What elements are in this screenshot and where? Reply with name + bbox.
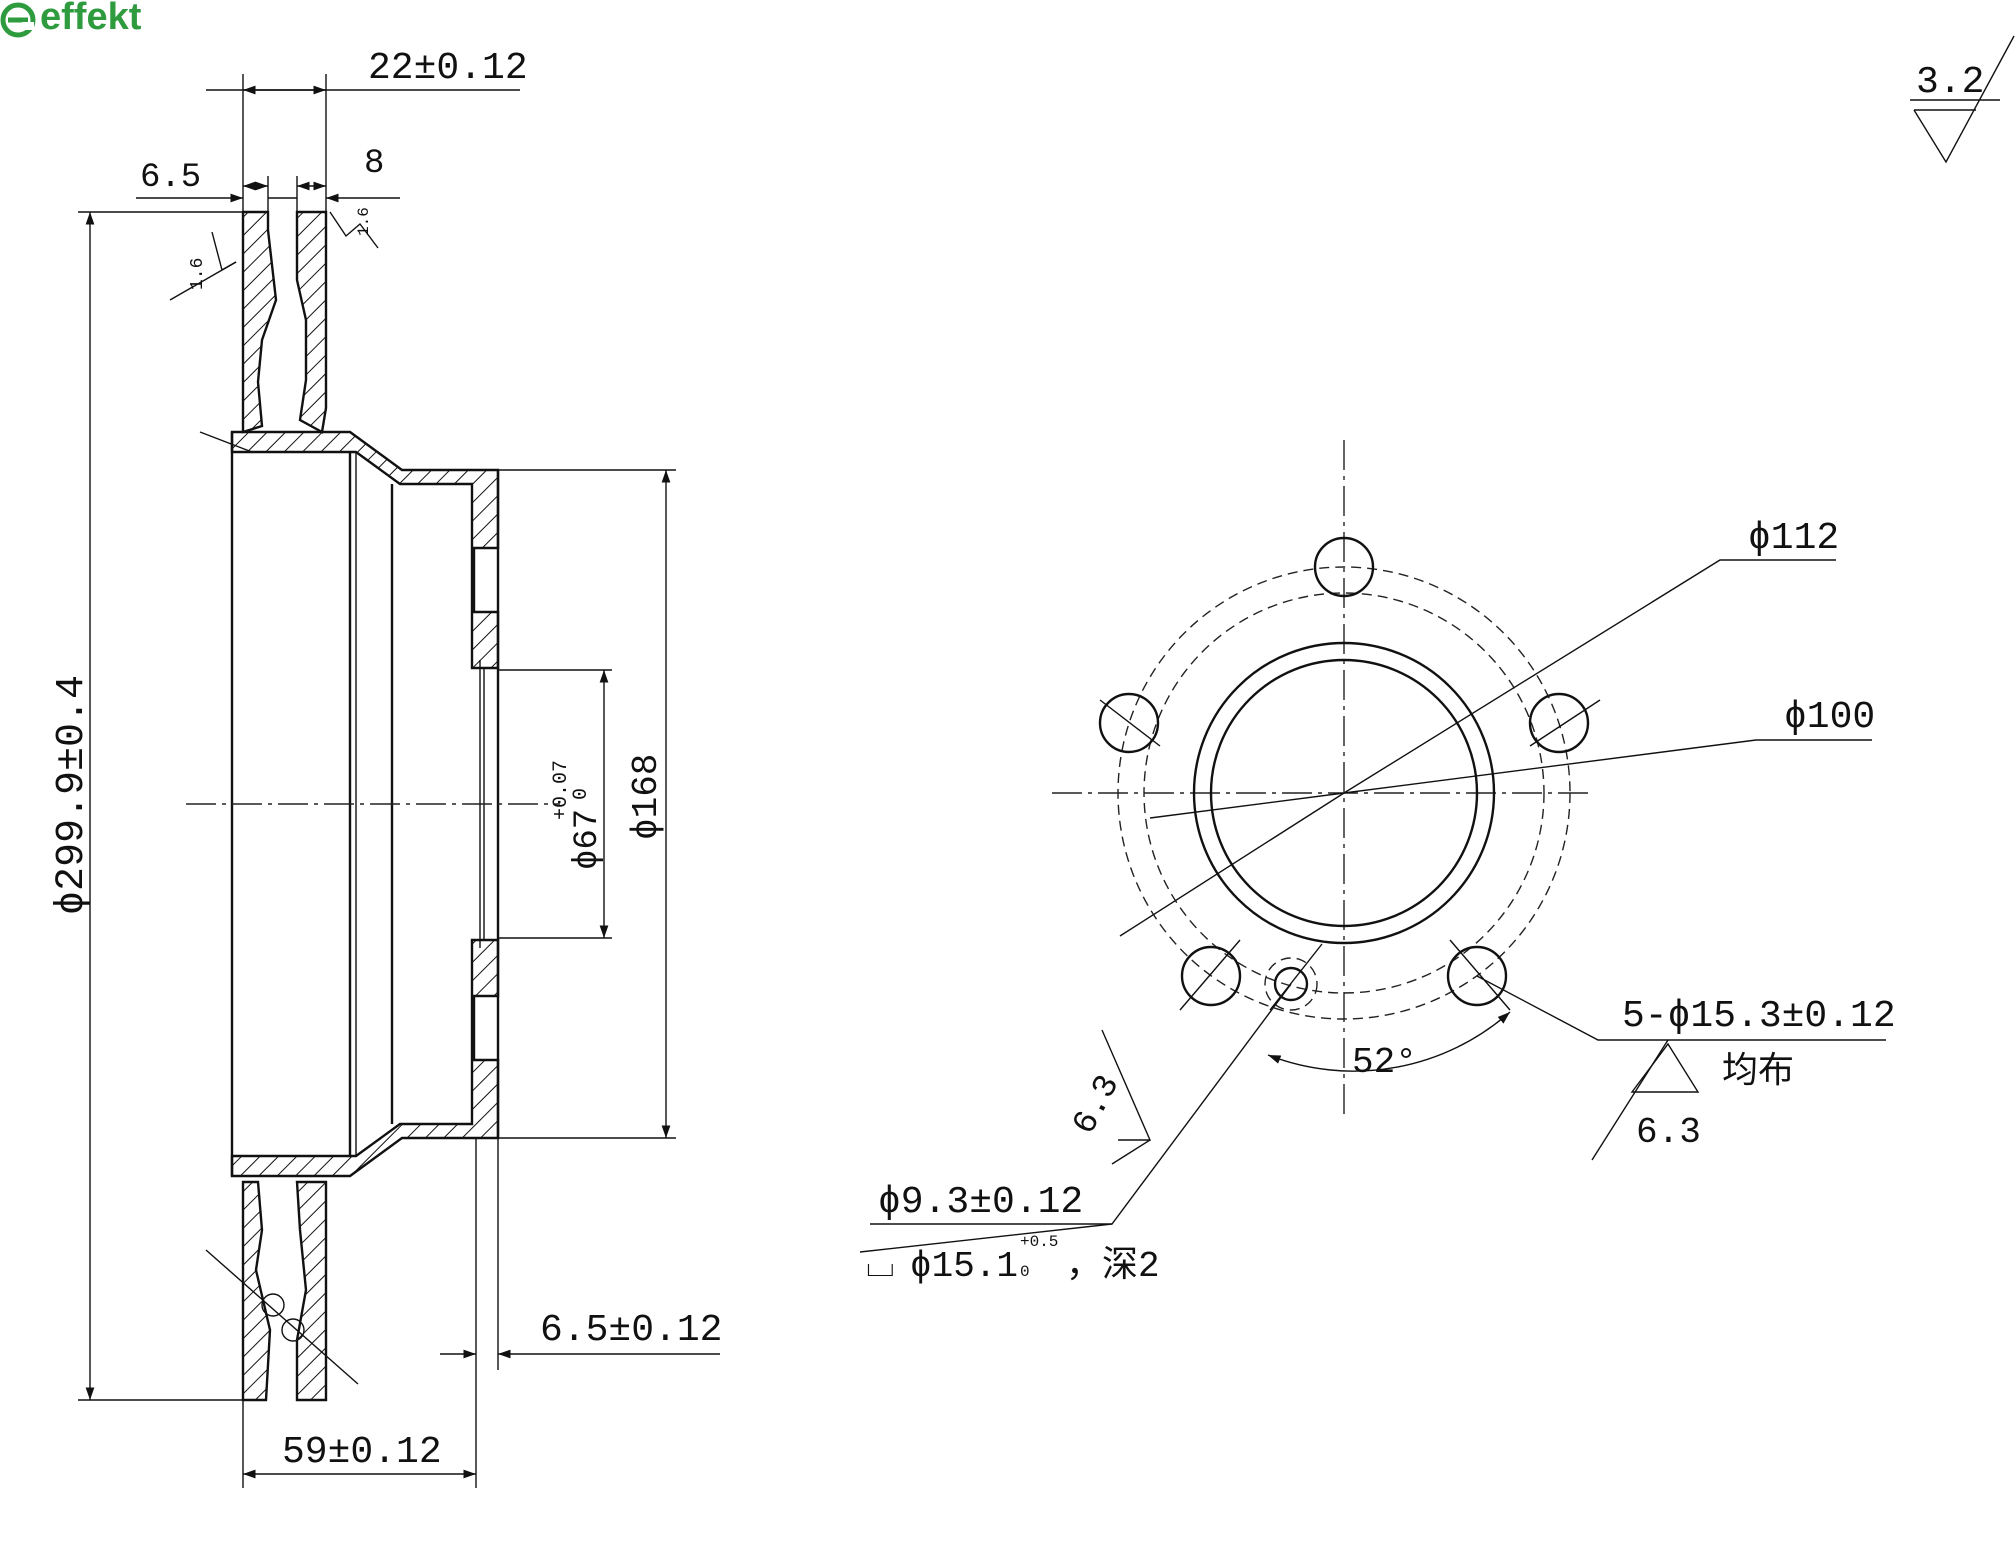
bolt-hole-right [1528, 692, 1590, 754]
dim-counterbore-tol-upper: +0.5 [1020, 1233, 1058, 1251]
bolt-hole-lower-left [1180, 945, 1242, 1007]
bolt-circle-inner [1143, 592, 1545, 994]
dim-bolt-holes: 5-ϕ15.3±0.12 [1622, 995, 1896, 1038]
dim-hub-thickness: 6.5±0.12 [540, 1309, 722, 1352]
svg-text:6.3: 6.3 [1636, 1112, 1701, 1153]
top-hat-wall [230, 430, 500, 670]
roughness-mark-left: 1.6 [169, 231, 237, 301]
vent-hole-a [261, 1293, 285, 1317]
general-roughness-mark: 3.2 [1910, 35, 2015, 164]
dim-hub-diameter: ϕ168 [626, 754, 667, 840]
dim-bore-tol-upper: +0.07 [550, 760, 573, 820]
effekt-logo-icon [0, 2, 36, 38]
dim-bore-diameter: ϕ67 [569, 809, 607, 870]
dim-outer-diameter: ϕ299.9±0.4 [50, 675, 95, 915]
angle-label: 52° [1352, 1042, 1417, 1083]
dim-pin-hole: ϕ9.3±0.12 [878, 1181, 1083, 1224]
bolt-hole-lower-right [1446, 945, 1508, 1007]
bottom-left-plate [241, 1180, 272, 1402]
svg-text:3.2: 3.2 [1916, 61, 1984, 104]
roughness-mark-pin: 6.3 [1066, 1029, 1152, 1165]
dim-counterbore-tol-lower: 0 [1020, 1263, 1030, 1281]
svg-text:1.6: 1.6 [188, 258, 208, 290]
svg-text:6.3: 6.3 [1066, 1069, 1128, 1141]
bolt-hole-left [1098, 692, 1160, 754]
center-bore-circle [1209, 658, 1479, 928]
counterbore-symbol: ⌴ [866, 1246, 895, 1287]
pin-counterbore [1264, 957, 1318, 1011]
vent-hole-b [281, 1318, 305, 1342]
top-right-plate [295, 210, 328, 434]
front-view: ϕ112 ϕ100 5-ϕ15.3±0.12 均布 6.3 52° ϕ9.3±0… [859, 440, 1896, 1287]
bottom-right-plate [295, 1180, 328, 1402]
svg-text:1.6: 1.6 [355, 207, 373, 236]
roughness-mark-right: 1.6 [329, 207, 379, 249]
dim-overall-height: 59±0.12 [282, 1431, 442, 1474]
brand-logo-text: effekt [40, 0, 142, 38]
dim-counterbore: ϕ15.1 [910, 1246, 1018, 1287]
dim-right-plate: 8 [364, 145, 384, 183]
bolt-holes-note: 均布 [1722, 1050, 1794, 1093]
dim-total-width: 22±0.12 [368, 47, 528, 90]
bolt-hole-top [1313, 536, 1375, 598]
section-view: 22±0.12 6.5 8 1.6 1.6 ϕ299.9±0.4 ϕ67 + [50, 47, 722, 1488]
hub-outer-circle [1192, 641, 1496, 945]
counterbore-depth: ，深2 [1066, 1245, 1160, 1287]
dim-pcd: ϕ112 [1748, 517, 1839, 560]
roughness-mark-bolt: 6.3 [1591, 1039, 1701, 1161]
dim-bore-tol-lower: 0 [570, 788, 593, 800]
dim-center-diameter: ϕ100 [1784, 696, 1875, 739]
dim-left-plate: 6.5 [140, 159, 201, 197]
top-left-plate [241, 210, 278, 434]
bottom-hat-wall [230, 938, 500, 1178]
pin-hole [1273, 966, 1309, 1002]
